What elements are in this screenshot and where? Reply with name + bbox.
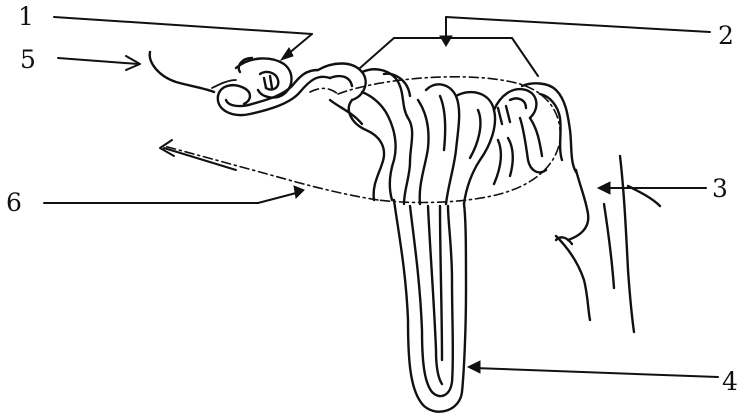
label-5: 5	[20, 45, 36, 74]
convoluted-tubules	[318, 64, 576, 205]
label-2: 2	[718, 21, 734, 50]
leader-5	[58, 56, 140, 70]
label-6: 6	[6, 188, 22, 217]
afferent-arteriole	[150, 52, 236, 92]
label-4: 4	[722, 367, 738, 396]
collecting-duct	[556, 156, 660, 332]
loop-of-henle	[394, 200, 466, 412]
label-1: 1	[18, 2, 34, 31]
leader-3	[598, 182, 706, 194]
leader-1	[54, 17, 312, 60]
leader-4	[468, 361, 718, 377]
glomerulus-capsule	[218, 58, 330, 115]
leader-2	[360, 17, 710, 76]
label-3: 3	[712, 174, 728, 203]
dashed-boundary	[164, 77, 560, 203]
